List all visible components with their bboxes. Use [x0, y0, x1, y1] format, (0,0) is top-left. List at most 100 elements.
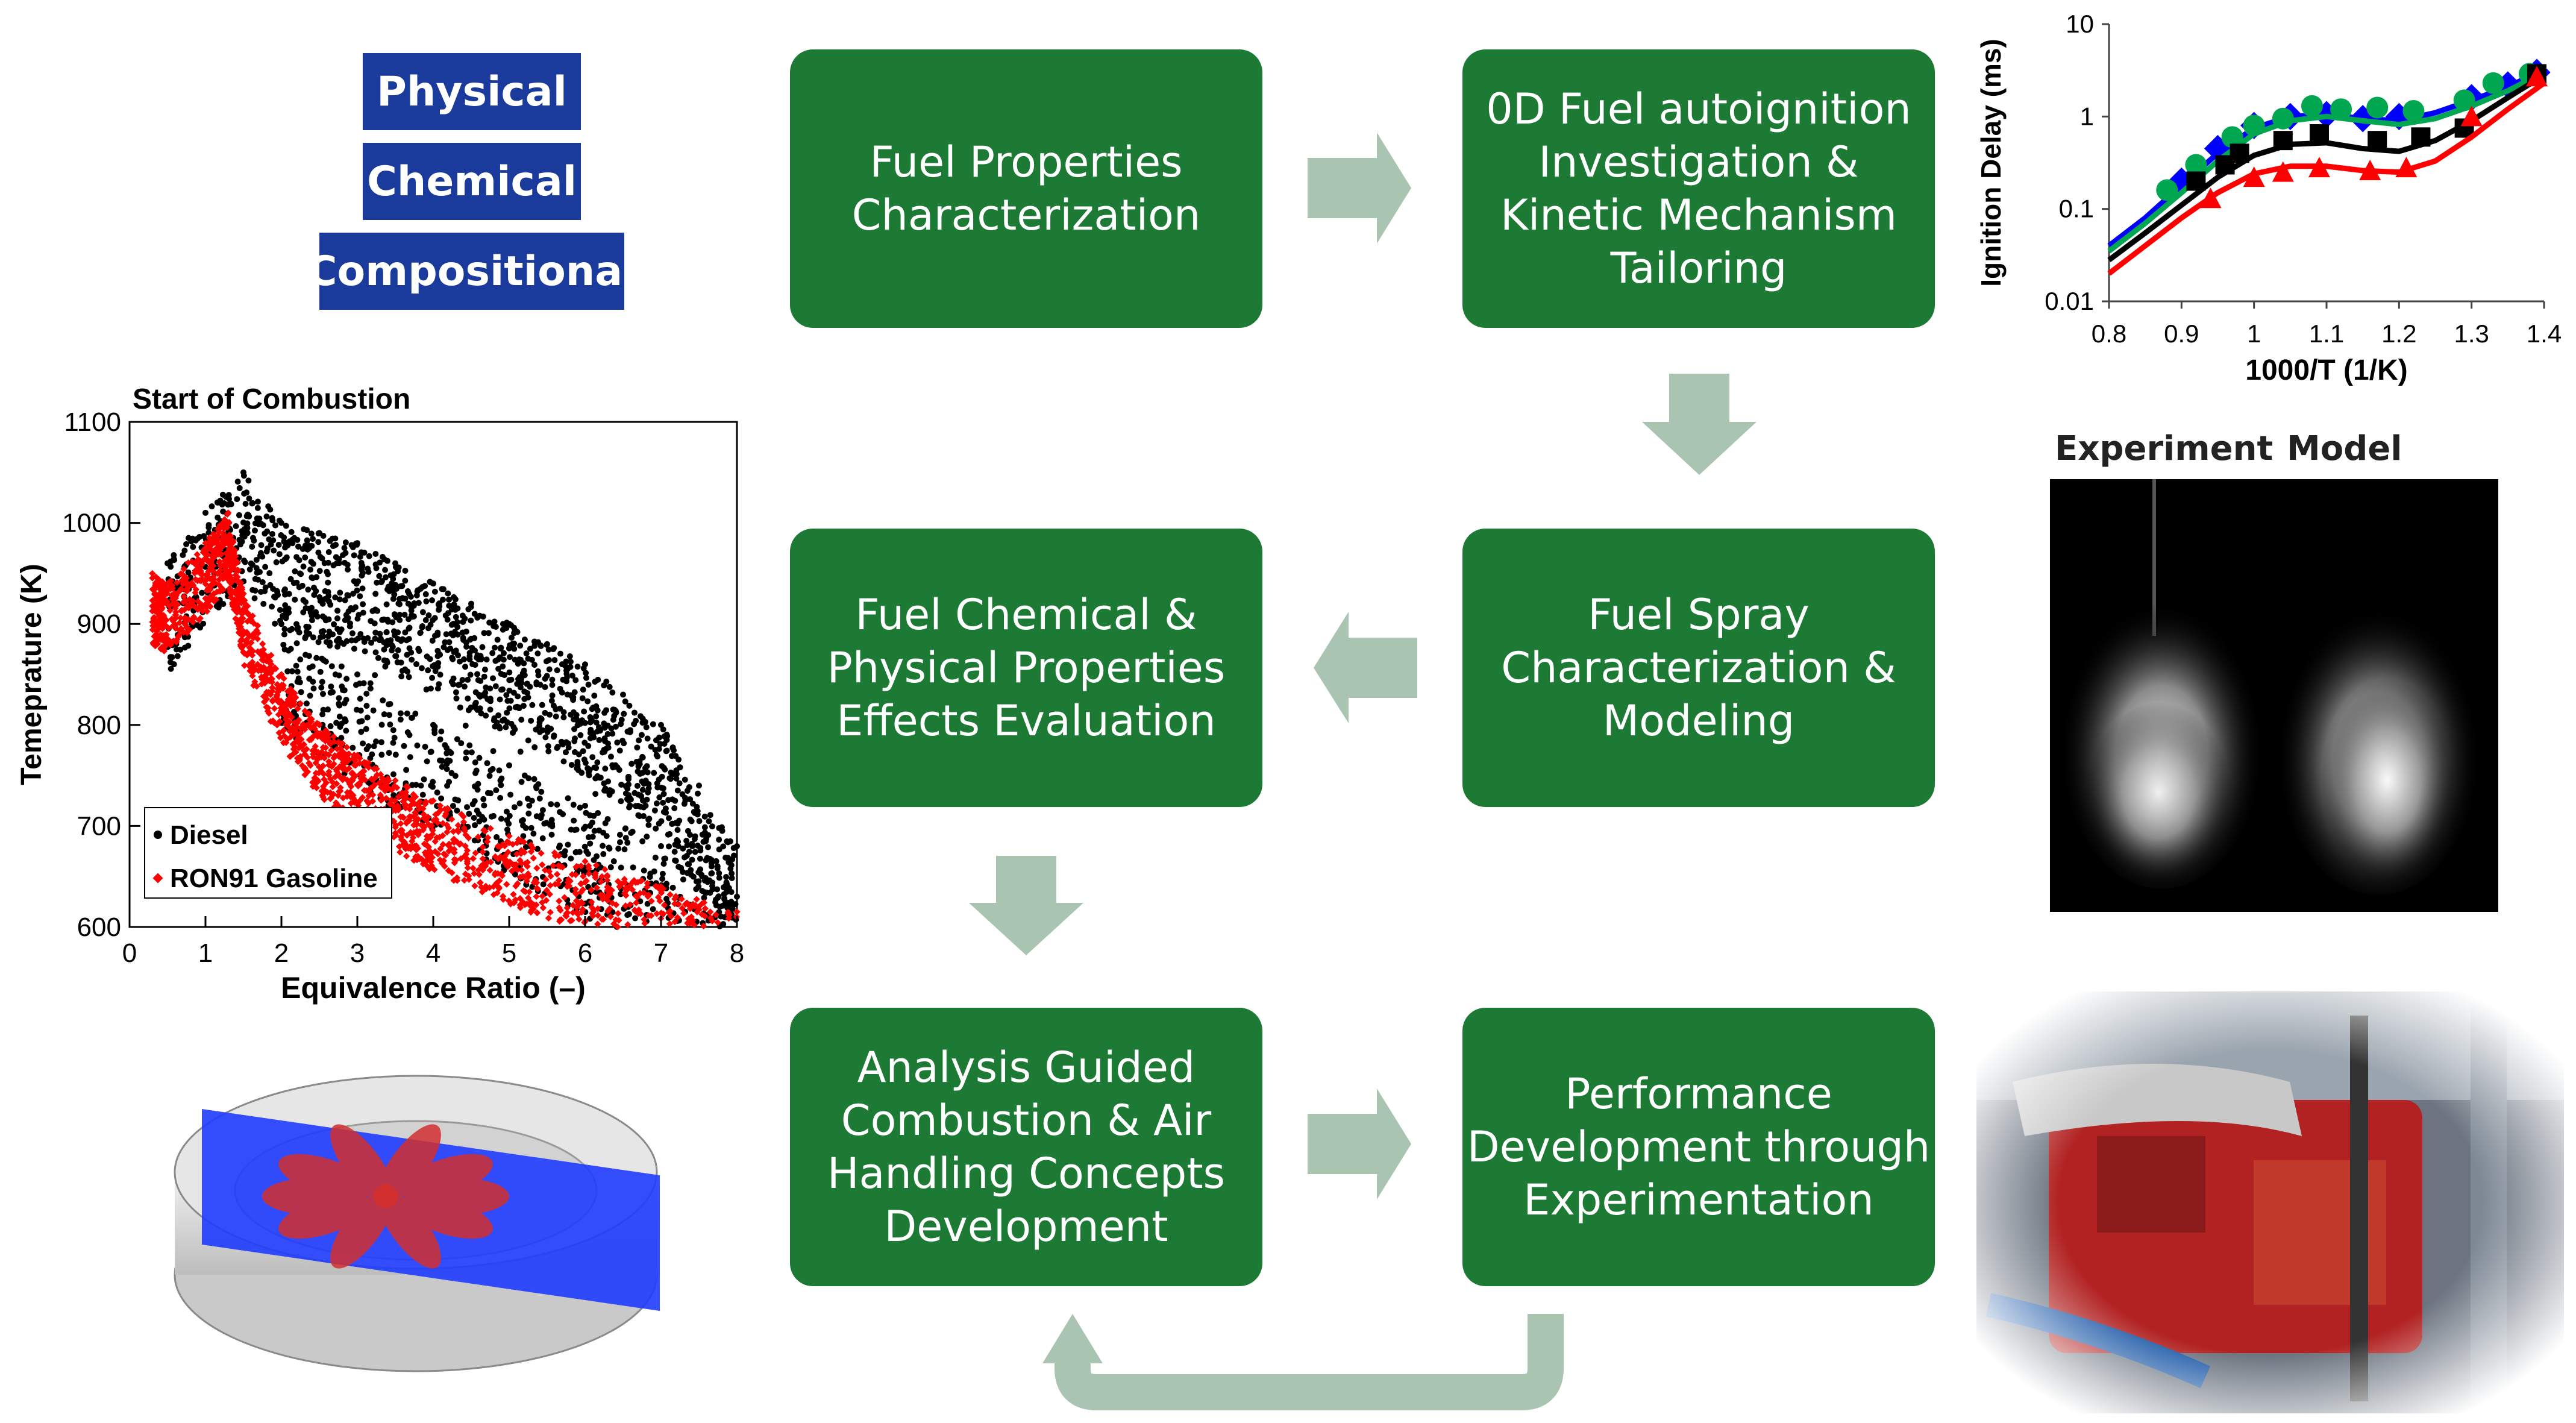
gasoline-point — [339, 776, 346, 784]
diesel-point — [587, 823, 594, 829]
diesel-point — [545, 646, 552, 653]
gasoline-point — [296, 700, 304, 707]
diesel-point — [423, 598, 430, 605]
gasoline-point — [622, 902, 629, 909]
gasoline-point — [592, 874, 599, 881]
diesel-point — [357, 593, 363, 600]
diesel-point — [577, 720, 584, 727]
diesel-point — [419, 791, 426, 798]
diesel-point — [355, 578, 362, 585]
gasoline-point — [434, 819, 441, 826]
diesel-point — [462, 664, 469, 670]
gasoline-point — [419, 805, 427, 812]
diesel-point — [675, 756, 682, 763]
diesel-point — [480, 796, 487, 802]
gasoline-point — [581, 858, 589, 865]
gasoline-point — [365, 787, 372, 794]
gasoline-point — [598, 873, 606, 881]
diesel-point — [582, 661, 588, 668]
gasoline-point — [585, 870, 592, 878]
gasoline-point — [214, 532, 221, 539]
gasoline-point — [555, 877, 563, 884]
gasoline-point — [240, 662, 248, 669]
diesel-point — [252, 587, 259, 594]
diesel-point — [705, 844, 712, 850]
gasoline-point — [300, 741, 307, 749]
gasoline-point — [601, 865, 609, 873]
gasoline-point — [588, 909, 596, 917]
diesel-point — [648, 743, 654, 750]
diesel-point — [384, 617, 391, 623]
gasoline-point — [392, 829, 399, 837]
diesel-point — [614, 739, 621, 746]
gasoline-point — [469, 864, 477, 872]
diesel-point — [336, 713, 343, 720]
gasoline-point — [604, 897, 612, 904]
diesel-point — [684, 788, 691, 794]
diesel-point — [528, 656, 535, 663]
spray-plume — [330, 1187, 395, 1269]
diesel-point — [521, 696, 528, 702]
gasoline-point — [458, 811, 465, 818]
gasoline-point — [556, 917, 563, 925]
gasoline-point — [566, 882, 573, 890]
gasoline-point — [572, 889, 579, 897]
diesel-point — [592, 679, 598, 685]
x-tick-label: 4 — [426, 938, 440, 968]
diesel-point — [362, 648, 368, 655]
gasoline-point — [183, 629, 190, 636]
gasoline-point — [575, 902, 582, 909]
gasoline-point — [572, 885, 579, 893]
diesel-point — [293, 640, 300, 647]
y-tick-label: 0.01 — [2045, 287, 2094, 315]
diesel-point — [316, 594, 323, 600]
diesel-point — [665, 797, 672, 803]
gasoline-point — [569, 909, 577, 916]
spray-plume — [278, 1154, 371, 1199]
diesel-point — [680, 876, 686, 883]
diesel-point — [194, 622, 201, 629]
diesel-point — [729, 856, 736, 862]
diesel-point — [315, 639, 322, 646]
diesel-point — [481, 816, 487, 823]
diesel-point — [603, 707, 610, 714]
diesel-point — [440, 596, 447, 603]
diesel-point — [645, 781, 652, 787]
ignition-marker — [2243, 166, 2265, 187]
gasoline-point — [318, 748, 325, 756]
diesel-point — [715, 893, 722, 900]
diesel-point — [696, 782, 702, 789]
gasoline-point — [271, 705, 278, 712]
diesel-point — [548, 697, 555, 704]
diesel-point — [431, 730, 438, 737]
gasoline-point — [523, 878, 531, 885]
diesel-point — [453, 695, 460, 702]
diesel-point — [472, 822, 478, 829]
gasoline-point — [553, 870, 561, 878]
diesel-point — [557, 685, 563, 692]
gasoline-point — [354, 799, 362, 807]
gasoline-point — [479, 855, 486, 862]
diesel-point — [626, 702, 633, 709]
gasoline-point — [330, 733, 337, 740]
diesel-point — [274, 588, 280, 594]
diesel-point — [562, 749, 569, 756]
gasoline-point — [365, 800, 372, 807]
gasoline-point — [592, 862, 600, 869]
diesel-point — [620, 691, 626, 698]
diesel-point — [624, 840, 631, 846]
arrow-right-top — [1308, 133, 1411, 243]
gasoline-point — [151, 614, 158, 621]
diesel-point — [612, 723, 619, 730]
diesel-point — [611, 706, 618, 713]
diesel-point — [318, 684, 325, 691]
diesel-point — [489, 650, 496, 656]
gasoline-point — [263, 667, 270, 674]
diesel-point — [560, 714, 567, 721]
diesel-point — [272, 594, 278, 601]
diesel-point — [689, 843, 695, 850]
diesel-point — [577, 732, 584, 738]
gasoline-point — [345, 750, 353, 758]
gasoline-point — [307, 736, 315, 743]
